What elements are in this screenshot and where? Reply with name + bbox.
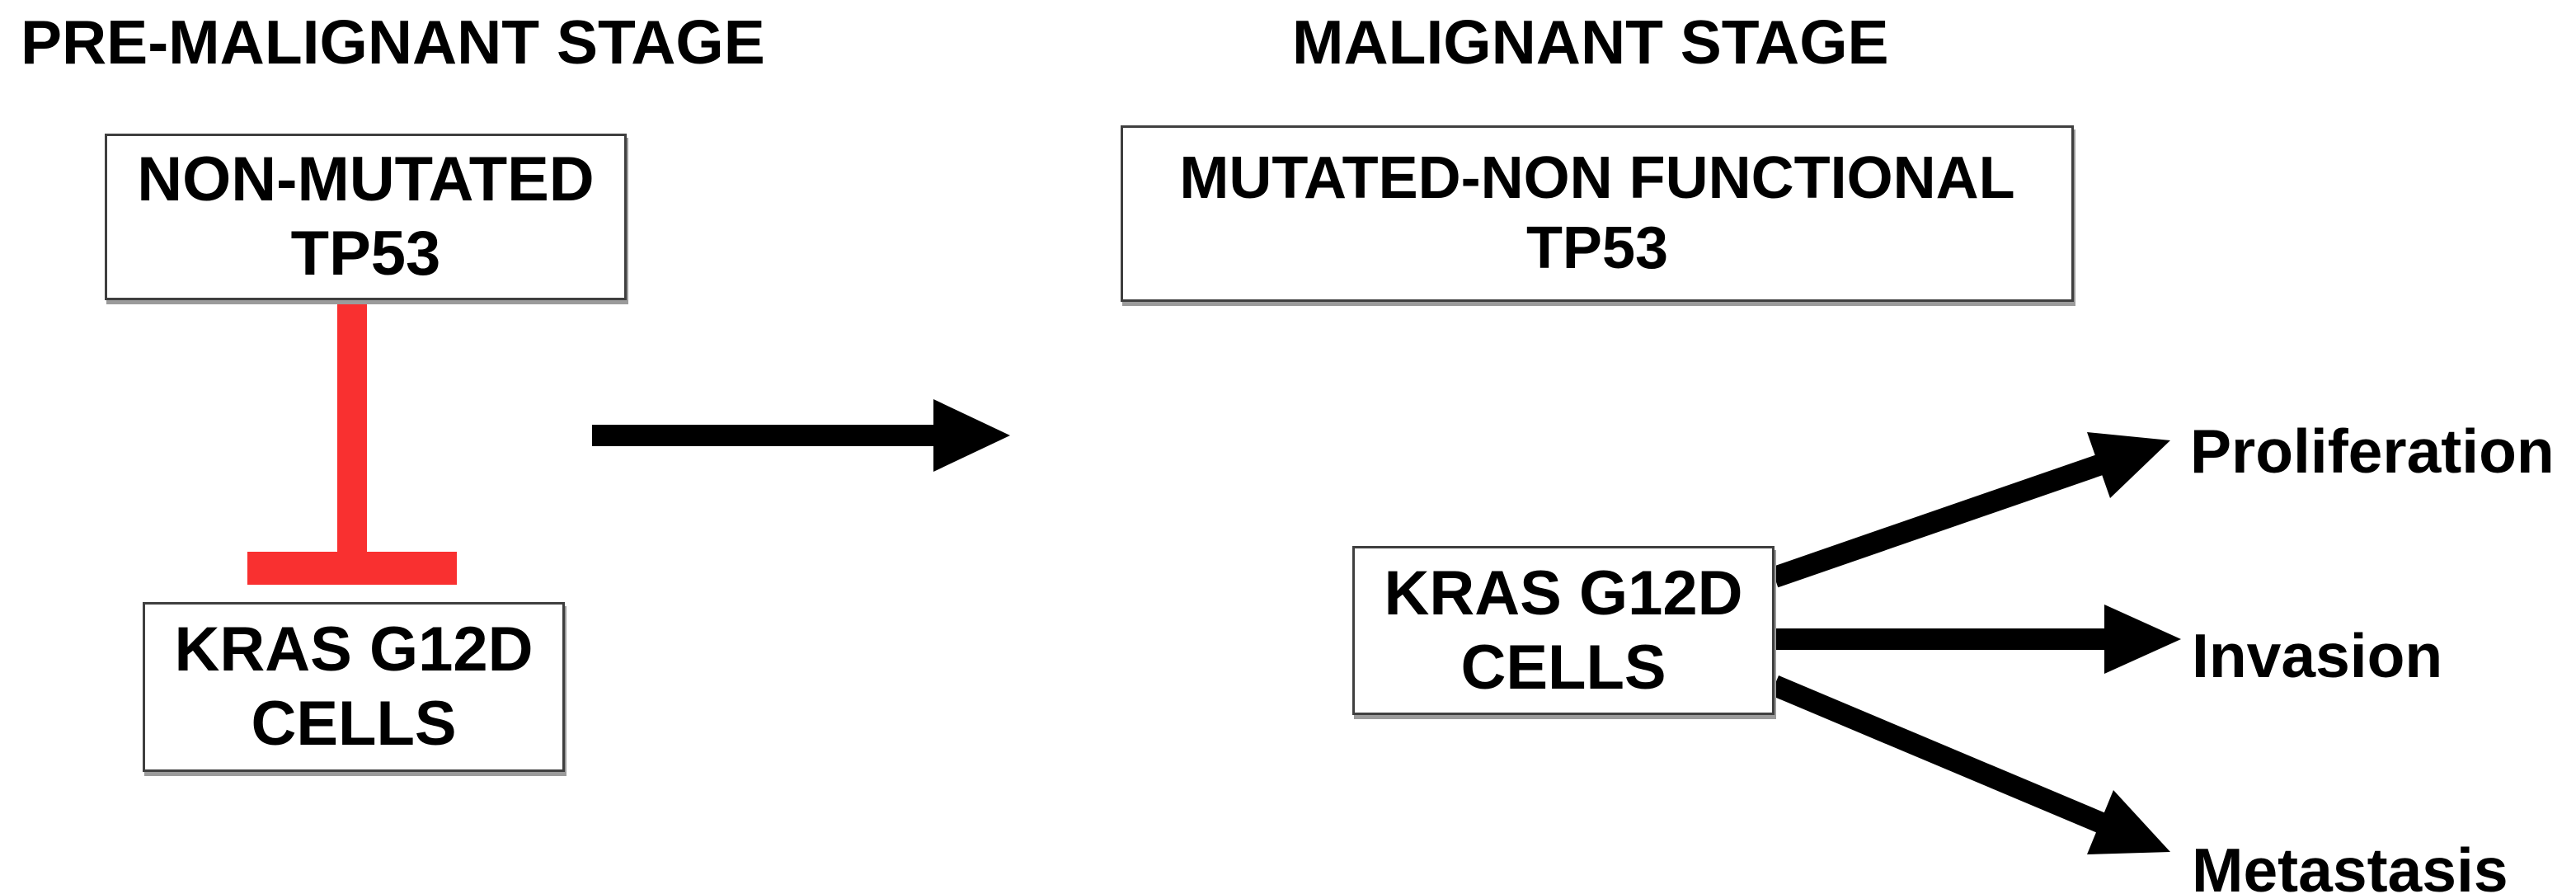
mutated-non-functional-tp53-box: MUTATED-NON FUNCTIONAL TP53 <box>1121 125 2074 302</box>
non-mutated-tp53-line2: TP53 <box>290 219 441 289</box>
t-bar-inhibition-icon <box>247 297 457 585</box>
mutated-tp53-line2: TP53 <box>1525 215 1669 281</box>
mutated-tp53-line1: MUTATED-NON FUNCTIONAL <box>1179 145 2015 212</box>
pre-malignant-stage-title: PRE-MALIGNANT STAGE <box>21 7 765 77</box>
kras-g12d-cells-box-pre: KRAS G12D CELLS <box>143 602 565 772</box>
kras-pre-line1: KRAS G12D <box>174 614 534 685</box>
outcome-label-proliferation: Proliferation <box>2190 416 2555 486</box>
metastasis-arrow-icon <box>1770 675 2170 854</box>
kras-g12d-cells-box-malignant: KRAS G12D CELLS <box>1352 546 1775 715</box>
proliferation-arrow-icon <box>1770 432 2170 588</box>
outcome-label-invasion: Invasion <box>2192 621 2443 690</box>
kras-malignant-line1: KRAS G12D <box>1384 558 1743 628</box>
invasion-arrow-icon <box>1775 605 2181 674</box>
outcome-label-metastasis: Metastasis <box>2192 835 2508 894</box>
kras-pre-line2: CELLS <box>251 689 457 759</box>
non-mutated-tp53-line1: NON-MUTATED <box>137 144 595 215</box>
kras-malignant-line2: CELLS <box>1460 632 1666 703</box>
malignant-stage-title: MALIGNANT STAGE <box>1292 7 1889 77</box>
non-mutated-tp53-box: NON-MUTATED TP53 <box>105 134 627 300</box>
right-arrow-icon <box>592 399 1010 472</box>
